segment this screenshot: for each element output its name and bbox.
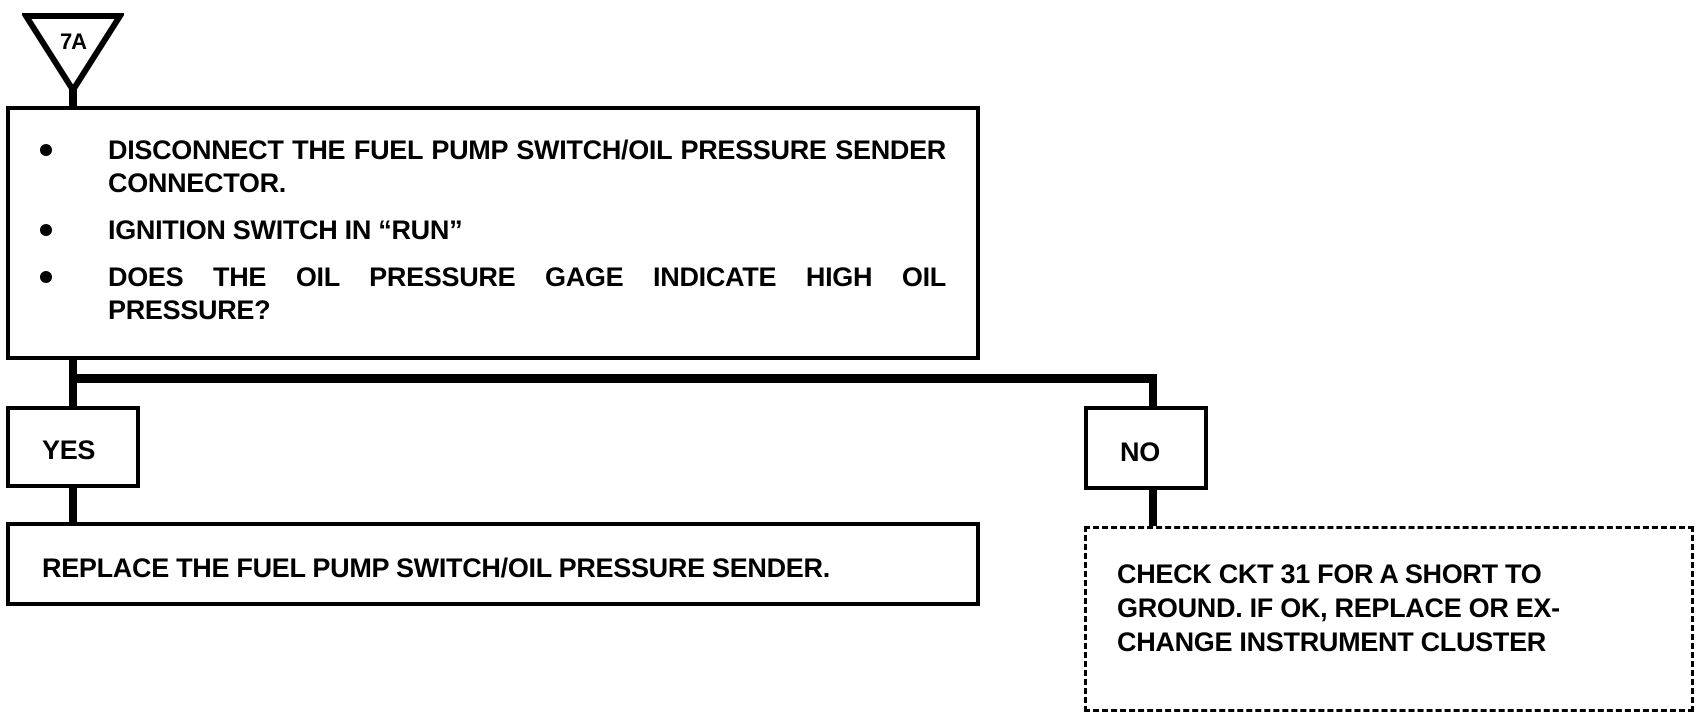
connector-question-down (69, 356, 77, 410)
bullet-icon (40, 144, 52, 156)
question-step: IGNITION SWITCH IN “RUN” (10, 214, 946, 247)
start-marker-triangle-icon (20, 13, 126, 96)
no-action-box: CHECK CKT 31 FOR A SHORT TO GROUND. IF O… (1084, 526, 1694, 712)
no-label: NO (1120, 437, 1160, 467)
connector-start-to-question (69, 86, 77, 110)
yes-label: YES (42, 435, 96, 465)
question-step-text: IGNITION SWITCH IN “RUN” (108, 215, 463, 245)
question-step-text: DOES THE OIL PRESSURE GAGE INDICATE HIGH… (108, 262, 946, 325)
connector-horizontal-branch (69, 374, 1157, 383)
question-box: DISCONNECT THE FUEL PUMP SWITCH/OIL PRES… (6, 106, 980, 360)
connector-yes-to-action (69, 484, 77, 526)
yes-action-text: REPLACE THE FUEL PUMP SWITCH/OIL PRESSUR… (42, 553, 830, 583)
yes-label-box: YES (6, 406, 140, 488)
bullet-icon (40, 224, 52, 236)
start-marker: 7A (20, 12, 126, 96)
question-step: DOES THE OIL PRESSURE GAGE INDICATE HIGH… (10, 261, 946, 327)
bullet-icon (40, 271, 52, 283)
no-label-box: NO (1084, 406, 1208, 490)
connector-to-no (1149, 374, 1157, 410)
question-step: DISCONNECT THE FUEL PUMP SWITCH/OIL PRES… (10, 134, 946, 200)
question-steps: DISCONNECT THE FUEL PUMP SWITCH/OIL PRES… (10, 134, 946, 327)
question-step-text: DISCONNECT THE FUEL PUMP SWITCH/OIL PRES… (108, 135, 946, 198)
start-marker-label: 7A (59, 29, 87, 54)
no-action-text: CHECK CKT 31 FOR A SHORT TO GROUND. IF O… (1117, 559, 1560, 657)
yes-action-box: REPLACE THE FUEL PUMP SWITCH/OIL PRESSUR… (6, 522, 980, 606)
connector-no-to-action (1149, 486, 1157, 530)
